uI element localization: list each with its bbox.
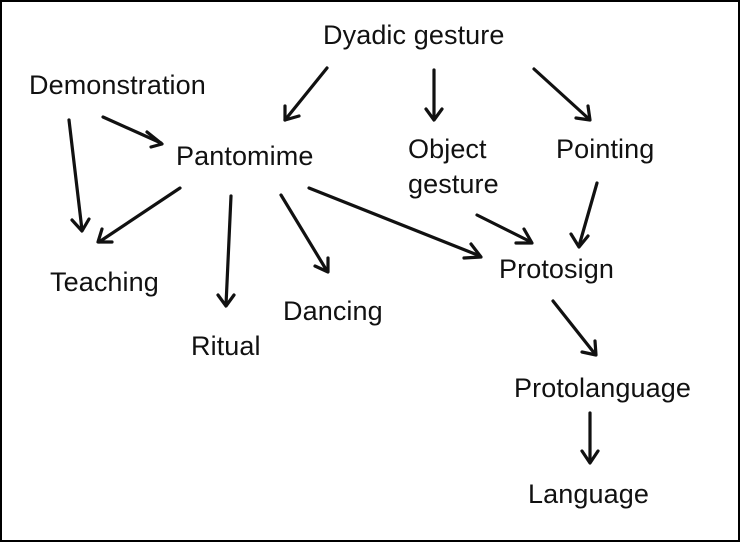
arrowhead-dyadic-to-pantomime: [283, 104, 301, 122]
arrowhead-demonstration-to-pantomime: [145, 130, 164, 149]
arrowhead-pantomime-to-dancing: [313, 256, 330, 274]
arrowhead-demonstration-to-teaching: [70, 217, 91, 233]
node-protolanguage: Protolanguage: [514, 373, 691, 403]
node-object-gesture-line1: Object: [408, 134, 487, 164]
edge-protosign-to-protolanguage: [551, 299, 597, 356]
edge-pantomime-to-ritual: [224, 194, 233, 307]
node-pantomime: Pantomime: [176, 141, 314, 171]
node-pointing: Pointing: [556, 134, 655, 164]
edge-dyadic-to-pointing: [532, 67, 591, 121]
arrowhead-pantomime-to-protosign: [462, 242, 483, 260]
arrowhead-dyadic-to-object-gesture: [424, 107, 444, 122]
edge-demonstration-to-pantomime: [101, 115, 163, 145]
arrowhead-pointing-to-protosign: [569, 232, 590, 249]
node-demonstration: Demonstration: [29, 70, 206, 100]
node-dyadic-gesture: Dyadic gesture: [323, 20, 505, 50]
edge-demonstration-to-teaching: [67, 118, 84, 232]
node-object-gesture-line2: gesture: [408, 169, 499, 199]
arrowhead-pantomime-to-ritual: [216, 293, 236, 308]
node-protosign: Protosign: [499, 254, 614, 284]
edge-object-gesture-to-protosign: [475, 213, 533, 244]
arrowhead-pantomime-to-teaching: [96, 227, 114, 244]
arrowhead-protolanguage-to-language: [580, 449, 600, 465]
edge-pantomime-to-dancing: [279, 193, 329, 273]
arrowhead-protosign-to-protolanguage: [580, 339, 598, 357]
node-dancing: Dancing: [283, 296, 383, 326]
arrowhead-dyadic-to-pointing: [574, 104, 592, 122]
edge-pantomime-to-teaching: [97, 186, 182, 244]
edge-pointing-to-protosign: [577, 181, 599, 248]
edge-dyadic-to-pantomime: [283, 66, 329, 122]
edge-pantomime-to-protosign: [307, 186, 482, 258]
node-language: Language: [528, 479, 649, 509]
arrowhead-object-gesture-to-protosign: [514, 227, 534, 245]
node-teaching: Teaching: [50, 267, 159, 297]
node-ritual: Ritual: [191, 331, 261, 361]
